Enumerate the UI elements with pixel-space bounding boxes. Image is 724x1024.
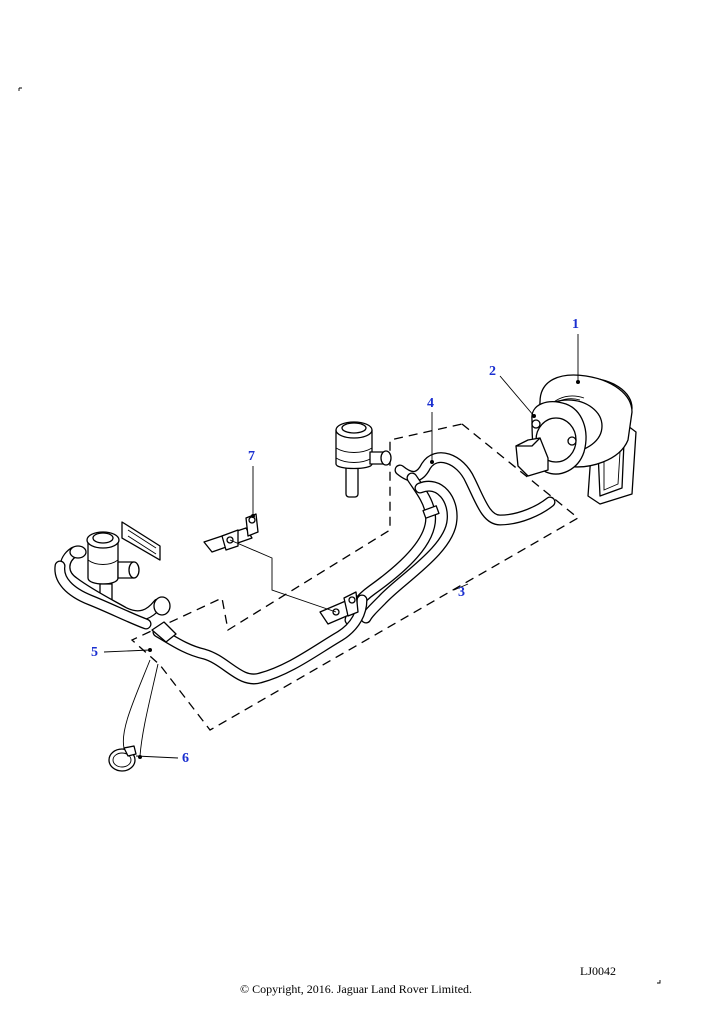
crop-mark-top-left <box>18 87 22 91</box>
callout-7[interactable]: 7 <box>248 449 255 464</box>
mounting-bracket-part-7[interactable] <box>203 513 259 553</box>
air-hose-part-3[interactable] <box>151 594 368 685</box>
hose-clip-part-6[interactable] <box>108 745 137 772</box>
callout-1[interactable]: 1 <box>572 317 579 332</box>
callout-2[interactable]: 2 <box>489 364 496 379</box>
callout-5[interactable]: 5 <box>91 645 98 660</box>
leader-lines <box>103 334 580 759</box>
assembly-outline-hose-3 <box>130 423 580 731</box>
air-pump-part-1[interactable] <box>515 374 637 505</box>
air-hose-part-4[interactable] <box>344 452 556 626</box>
hose-bracket-on-hose[interactable] <box>319 591 359 625</box>
check-valve-upper[interactable] <box>335 421 392 498</box>
diagram-reference-code: LJ0042 <box>580 964 616 978</box>
copyright-notice: © Copyright, 2016. Jaguar Land Rover Lim… <box>239 982 473 996</box>
air-valve-assembly-lower <box>54 521 171 630</box>
callout-4[interactable]: 4 <box>427 396 434 411</box>
callout-6[interactable]: 6 <box>182 751 189 766</box>
callout-3[interactable]: 3 <box>458 585 465 600</box>
crop-mark-bottom-right <box>657 980 661 984</box>
